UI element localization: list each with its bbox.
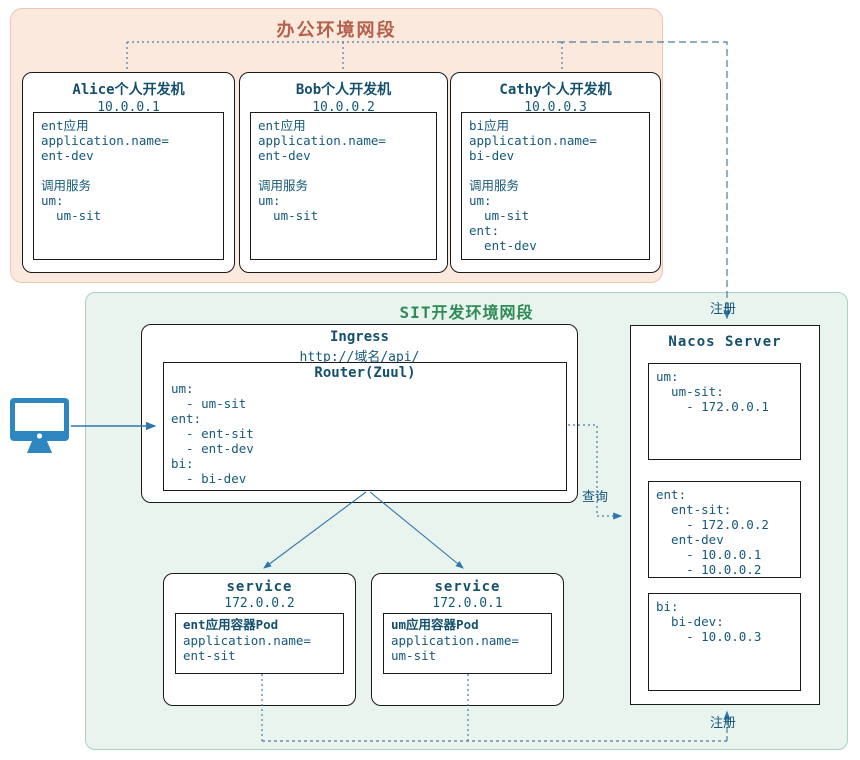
query-label: 查询 bbox=[582, 490, 609, 505]
register-label-bottom: 注册 bbox=[710, 716, 737, 731]
sit-segment-title: SIT开发环境网段 bbox=[399, 303, 534, 322]
nacos-title: Nacos Server bbox=[668, 334, 782, 350]
service-ip: 172.0.0.1 bbox=[432, 596, 503, 611]
dev-machine-alice: Alice个人开发机 10.0.0.1 ent应用 application.na… bbox=[22, 72, 235, 273]
pod-um: um应用容器Pod application.name= um-sit bbox=[383, 613, 552, 674]
router-routes: um: - um-sit ent: - ent-sit - ent-dev bi… bbox=[171, 381, 254, 486]
router-title: Router(Zuul) bbox=[314, 365, 416, 381]
register-label-top: 注册 bbox=[710, 302, 737, 317]
dev-machine-cathy: Cathy个人开发机 10.0.0.3 bi应用 application.nam… bbox=[450, 72, 661, 273]
ingress-url: http://域名/api/ bbox=[299, 350, 420, 365]
machine-title: Alice个人开发机 bbox=[72, 82, 185, 98]
machine-ip: 10.0.0.1 bbox=[97, 100, 160, 115]
service-ip: 172.0.0.2 bbox=[224, 596, 295, 611]
router-box: Router(Zuul) um: - um-sit ent: - ent-sit… bbox=[163, 362, 567, 491]
service-um: service 172.0.0.1 um应用容器Pod application.… bbox=[371, 573, 564, 706]
nacos-entry-um: um: um-sit: - 172.0.0.1 bbox=[648, 363, 801, 460]
machine-title: Cathy个人开发机 bbox=[499, 82, 612, 98]
nacos-entry-ent: ent: ent-sit: - 172.0.0.2 ent-dev - 10.0… bbox=[648, 481, 801, 578]
office-segment-title: 办公环境网段 bbox=[276, 20, 397, 41]
machine-ip: 10.0.0.2 bbox=[312, 100, 375, 115]
service-title: service bbox=[226, 579, 293, 595]
pod-ent: ent应用容器Pod application.name= ent-sit bbox=[175, 613, 344, 674]
nacos-entry-bi: bi: bi-dev: - 10.0.0.3 bbox=[648, 593, 801, 691]
pod-config: application.name= um-sit bbox=[391, 633, 519, 663]
machine-title: Bob个人开发机 bbox=[295, 82, 392, 98]
machine-config: bi应用 application.name= bi-dev 调用服务 um: u… bbox=[461, 112, 650, 260]
ingress-box: Ingress http://域名/api/ Router(Zuul) um: … bbox=[141, 324, 578, 503]
nacos-server-box: Nacos Server um: um-sit: - 172.0.0.1 ent… bbox=[630, 325, 820, 705]
ingress-title: Ingress bbox=[329, 329, 389, 345]
service-title: service bbox=[434, 579, 501, 595]
dev-machine-bob: Bob个人开发机 10.0.0.2 ent应用 application.name… bbox=[239, 72, 448, 273]
desktop-computer-icon bbox=[10, 398, 69, 453]
machine-config: ent应用 application.name= ent-dev 调用服务 um:… bbox=[33, 112, 224, 260]
pod-title: ent应用容器Pod bbox=[183, 617, 279, 632]
service-ent: service 172.0.0.2 ent应用容器Pod application… bbox=[163, 573, 356, 706]
pod-config: application.name= ent-sit bbox=[183, 633, 311, 663]
machine-config: ent应用 application.name= ent-dev 调用服务 um:… bbox=[250, 112, 437, 260]
pod-title: um应用容器Pod bbox=[391, 617, 479, 632]
